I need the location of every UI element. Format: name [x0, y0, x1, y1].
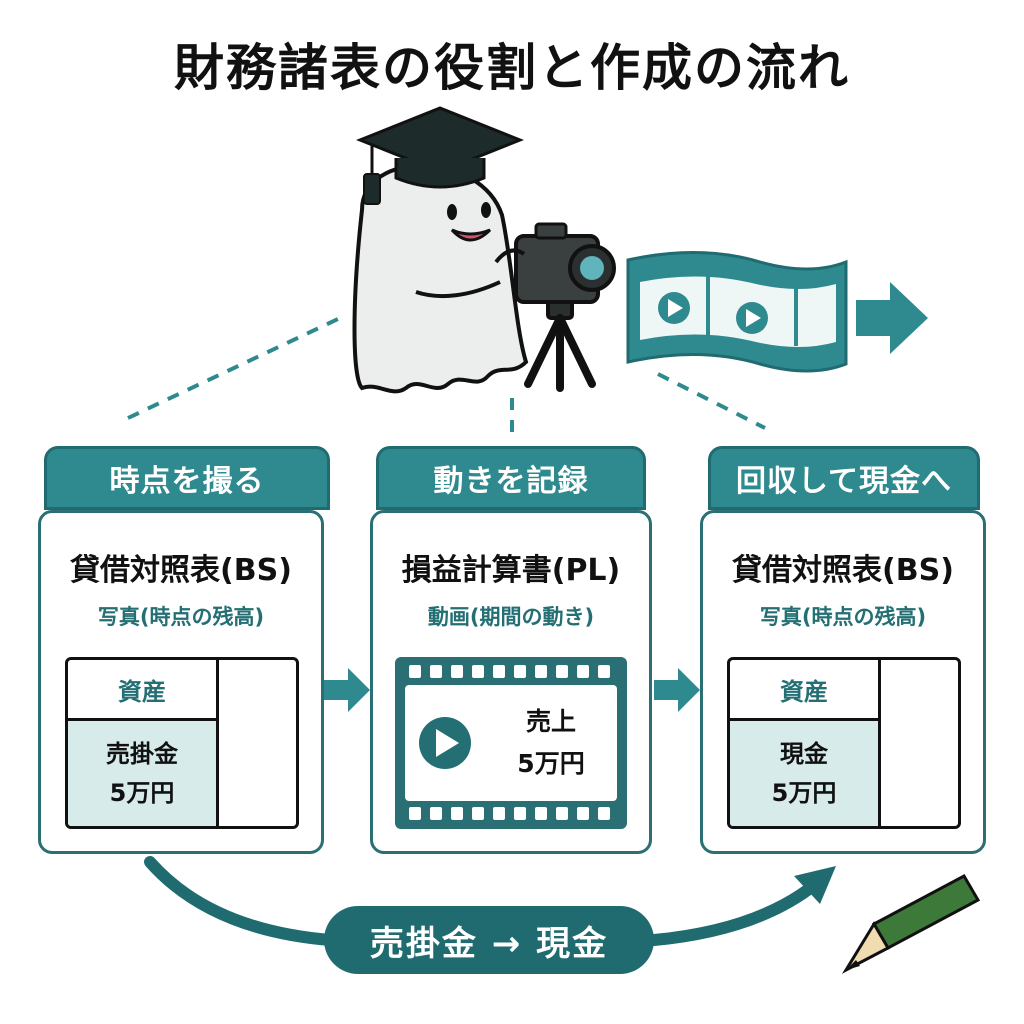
- asset-amount: 5万円: [771, 778, 837, 807]
- asset-amount: 5万円: [109, 778, 175, 807]
- film-hole: [514, 807, 526, 820]
- video-camera-icon: [494, 222, 616, 304]
- revenue-amount: 5万円: [517, 749, 585, 778]
- dashed-connectors: [127, 316, 766, 440]
- tab-collect-cash: 回収して現金へ: [708, 446, 980, 510]
- asset-cell: 現金 5万円: [730, 721, 878, 826]
- film-holes: [409, 665, 610, 820]
- film-strip-icon: [626, 251, 848, 373]
- film-hole: [577, 665, 589, 678]
- asset-item: 売掛金: [106, 740, 178, 769]
- film-hole: [598, 807, 610, 820]
- film-hole: [493, 807, 505, 820]
- pencil-icon: [841, 873, 981, 974]
- graduation-cap-icon: [355, 106, 525, 205]
- card-balance-sheet-before: 貸借対照表(BS) 写真(時点の残高) 資産 売掛金 5万円: [38, 510, 324, 854]
- film-hole: [472, 807, 484, 820]
- card-subtitle: 動画(期間の動き): [427, 605, 595, 629]
- film-hole: [535, 665, 547, 678]
- card-income-statement: 損益計算書(PL) 動画(期間の動き) 売上 5万円: [370, 510, 652, 854]
- film-hole: [409, 807, 421, 820]
- card-title: 貸借対照表(BS): [70, 553, 292, 588]
- balance-sheet-table: 資産 売掛金 5万円: [65, 657, 299, 829]
- asset-cell: 売掛金 5万円: [68, 721, 216, 826]
- page-title: 財務諸表の役割と作成の流れ: [174, 39, 850, 97]
- ghost-mascot: [352, 163, 529, 394]
- film-hole: [451, 665, 463, 678]
- arrow-right-icon: [654, 668, 700, 712]
- card-subtitle: 写真(時点の残高): [759, 605, 927, 629]
- card-title: 損益計算書(PL): [401, 553, 621, 588]
- card-title: 貸借対照表(BS): [732, 553, 954, 588]
- film-hole: [556, 665, 568, 678]
- flow-curve: [144, 856, 824, 946]
- film-hole: [535, 807, 547, 820]
- play-icon: [419, 717, 471, 769]
- film-hole: [493, 665, 505, 678]
- card-subtitle: 写真(時点の残高): [97, 605, 265, 629]
- asset-label: 資産: [730, 660, 878, 721]
- film-hole: [577, 807, 589, 820]
- asset-label: 資産: [68, 660, 216, 721]
- card-balance-sheet-after: 貸借対照表(BS) 写真(時点の残高) 資産 現金 5万円: [700, 510, 986, 854]
- film-frame: 売上 5万円: [395, 657, 627, 829]
- film-hole: [409, 665, 421, 678]
- film-hole: [451, 807, 463, 820]
- arrow-right-icon: [856, 282, 928, 354]
- film-hole: [430, 807, 442, 820]
- film-hole: [514, 665, 526, 678]
- revenue-label: 売上: [525, 706, 576, 736]
- balance-sheet-table: 資産 現金 5万円: [727, 657, 961, 829]
- film-hole: [472, 665, 484, 678]
- flow-label: 売掛金 → 現金: [324, 906, 654, 974]
- film-hole: [598, 665, 610, 678]
- tripod-icon: [524, 298, 596, 392]
- tab-snapshot: 時点を撮る: [44, 446, 330, 510]
- tab-record-movement: 動きを記録: [376, 446, 646, 510]
- film-hole: [430, 665, 442, 678]
- arrow-right-icon: [324, 668, 370, 712]
- film-hole: [556, 807, 568, 820]
- asset-item: 現金: [780, 740, 828, 769]
- arrow-right-icon: [794, 866, 836, 904]
